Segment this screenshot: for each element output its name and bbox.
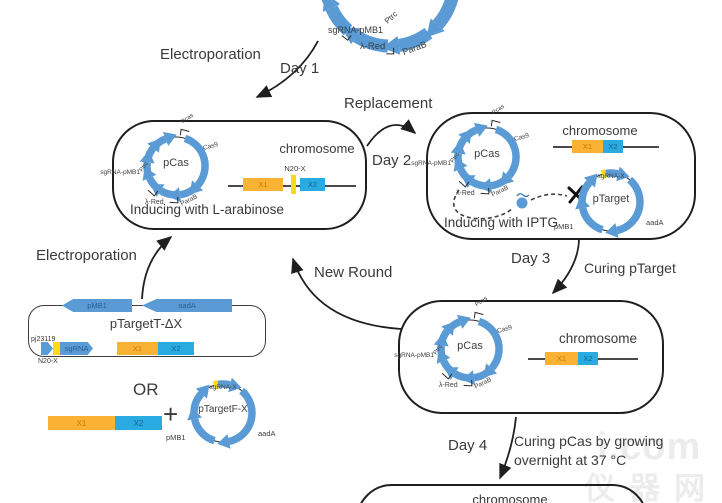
new-round-label: New Round: [314, 264, 393, 281]
ptargett-x2-box: X2: [158, 342, 194, 355]
bottom-cell-chromosome-label: chromosome: [472, 492, 548, 503]
electroporation-left-label: Electroporation: [36, 247, 137, 264]
cell3-x1-box: X1: [545, 352, 578, 365]
curing-pcas-line2: overnight at 37 °C: [514, 452, 627, 468]
sgrna-arrow: sgRNA: [60, 342, 93, 355]
electroporation-top-label: Electroporation: [160, 46, 261, 63]
top-pcas-plasmid: [310, 0, 470, 62]
pcas-plasmid-cell1: pCas Cas9 Pcas Ptrc sgRNA-pMB1 λ-Red Par…: [100, 113, 220, 210]
or-label: OR: [133, 380, 159, 399]
plasmid-map: [450, 119, 520, 195]
sgrna-pmb1-label: sgRNA-pMB1: [411, 160, 451, 167]
aada-gene-label: aadA: [258, 429, 276, 438]
donor-x2-box: X2: [115, 416, 162, 430]
plasmid-map: [187, 377, 256, 449]
ptargett-n20-label: N20-X: [38, 358, 58, 365]
sgrna-x-label: sgRNA-X: [209, 384, 237, 391]
cell3-x2-box: X2: [578, 352, 598, 365]
watermark-cjk: 仪器网: [584, 471, 719, 503]
pcas-name: pCas: [457, 340, 483, 352]
day2-label: Day 2: [372, 152, 412, 169]
pcas-plasmid-cell3: pCas Cas9 Pcas Ptrc sgRNA-pMB1 λ-Red Par…: [394, 296, 514, 393]
day4-label: Day 4: [448, 437, 488, 454]
cell1-x1-box: X1: [243, 178, 283, 191]
plasmid-map: [139, 128, 209, 204]
plus-sign: +: [163, 399, 179, 429]
pmb1-ori-label: pMB1: [554, 222, 574, 231]
cell1-x2-box: X2: [300, 178, 325, 191]
day3-label: Day 3: [511, 250, 551, 267]
pcas-name: pCas: [474, 148, 500, 160]
day1-label: Day 1: [280, 60, 320, 77]
ptargett-n20-site-box: [53, 342, 60, 355]
ptarget-plasmid-cell2: pTarget sgRNA-X pMB1 aadA: [554, 158, 664, 246]
ptargetf-name: pTargetF-X: [198, 404, 248, 415]
top-plasmid-lambda-red-label: λ-Red: [360, 41, 386, 52]
cell2-x2-box: X2: [603, 140, 623, 153]
aada-gene-label: aadA: [646, 218, 664, 227]
cell-day1: [112, 120, 367, 230]
plasmid-map: [321, 0, 459, 55]
top-plasmid-sgrna-label: sgRNA-pMB1: [327, 25, 383, 35]
cell-day2: [426, 112, 696, 240]
replacement-label: Replacement: [344, 95, 433, 112]
aada-arrow: aadA: [142, 299, 232, 312]
curing-pcas-line1: Curing pCas by growing: [514, 433, 664, 449]
electroporation-left-arrow: [141, 235, 173, 300]
cell3-chromosome-label: chromosome: [558, 331, 638, 346]
cell1-n20-site-tick: [291, 175, 296, 194]
pj23119-promoter-label: pj23119: [31, 336, 56, 343]
plasmid-map: [433, 311, 503, 387]
cell1-n20-label: N20-X: [284, 164, 306, 173]
pmb1-ori-label: pMB1: [166, 433, 186, 442]
day3-arrow: [551, 239, 580, 295]
day2-arrow: [366, 119, 417, 147]
cell2-chromosome-label: chromosome: [562, 123, 638, 138]
sgrna-pmb1-label: sgRNA-pMB1: [394, 352, 434, 359]
cell2-x1-box: X1: [572, 140, 603, 153]
promoter-arrow-icon: [41, 342, 53, 355]
watermark-text: i.com: [597, 426, 702, 468]
ptargett-x1-box: X1: [117, 342, 158, 355]
curing-ptarget-label: Curing pTarget: [584, 260, 676, 276]
ptargett-name: pTargetT-ΔX: [109, 316, 183, 331]
ptargetf-plasmid: pTargetF-X sgRNA-X pMB1 aadA: [166, 369, 276, 457]
lambda-red-label: λ-Red: [439, 382, 458, 389]
cell-day3: [398, 300, 664, 414]
pcas-plasmid-cell2: pCas Cas9 Pcas Ptrc sgRNA-pMB1 λ-Red Par…: [411, 104, 531, 201]
ptarget-name: pTarget: [592, 193, 630, 205]
cell1-chromosome-label: chromosome: [279, 141, 355, 156]
donor-x1-box: X1: [48, 416, 115, 430]
cell1-caption: Inducing with L-arabinose: [130, 202, 284, 217]
lambda-red-label: λ-Red: [145, 199, 164, 206]
sgrna-x-label: sgRNA-X: [597, 173, 625, 180]
lambda-red-label: λ-Red: [456, 190, 475, 197]
cell2-caption: Inducing with IPTG: [444, 215, 559, 230]
pmb1-arrow: pMB1: [62, 299, 132, 312]
sgrna-pmb1-label: sgRNA-pMB1: [100, 169, 140, 176]
pcas-name: pCas: [163, 157, 189, 169]
